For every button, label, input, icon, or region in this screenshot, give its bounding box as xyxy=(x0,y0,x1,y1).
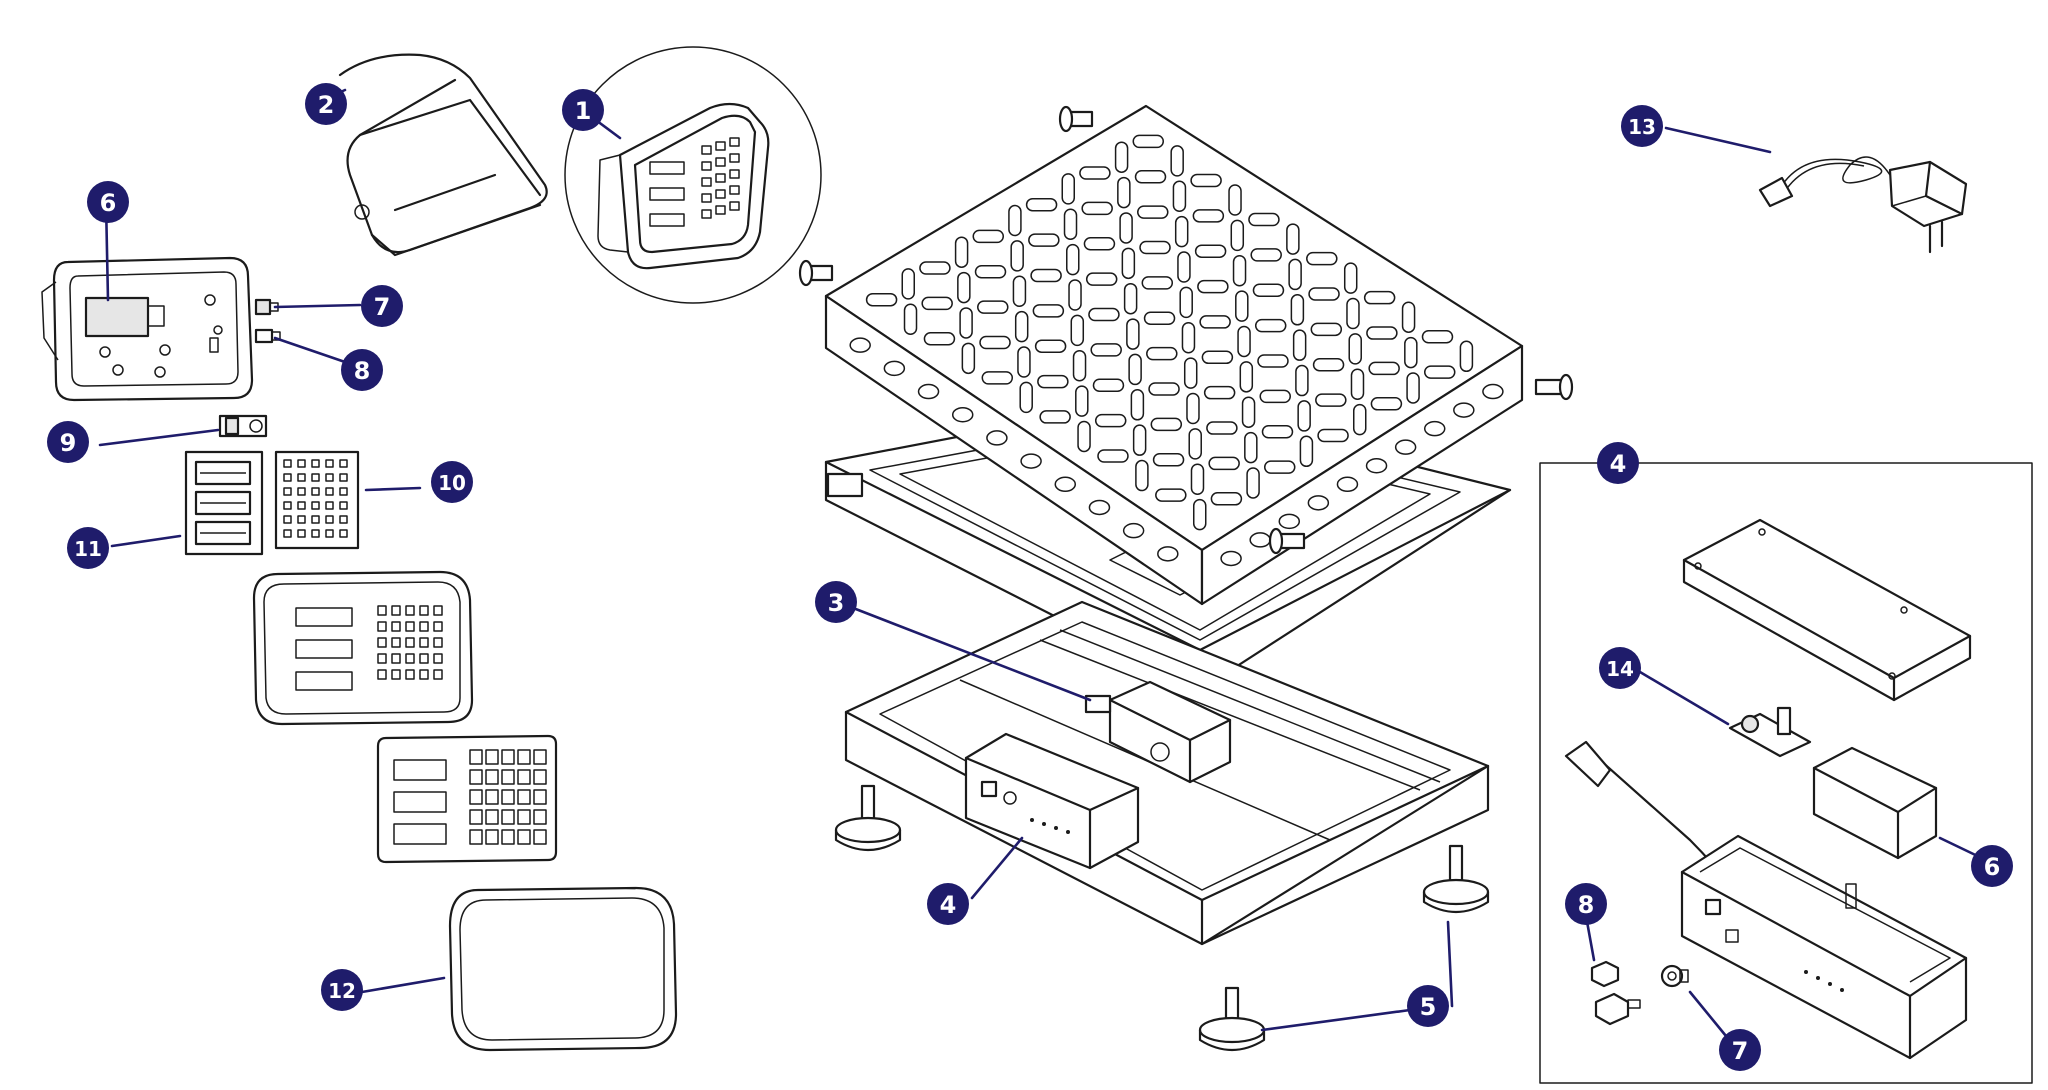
callout-11: 11 xyxy=(67,527,109,569)
svg-text:13: 13 xyxy=(1628,115,1656,139)
callout-1: 1 xyxy=(562,89,604,131)
platform-base-frame xyxy=(844,600,1490,946)
svg-text:8: 8 xyxy=(1578,891,1595,919)
indicator-pcb-module xyxy=(218,414,268,438)
leveling-foot-right xyxy=(1422,844,1490,913)
indicator-detail-circle xyxy=(564,46,822,304)
battery-box-detail-frame xyxy=(1539,462,2033,1084)
indicator-front-bezel xyxy=(252,570,474,726)
callout-10: 10 xyxy=(431,461,473,503)
svg-text:10: 10 xyxy=(438,471,466,495)
callout-6-detail: 6 xyxy=(1971,845,2013,887)
callout-7-detail: 7 xyxy=(1719,1029,1761,1071)
svg-text:6: 6 xyxy=(1984,853,2001,881)
leveling-foot-left xyxy=(834,784,902,851)
corner-bolt xyxy=(1534,373,1574,401)
battery-box-housing xyxy=(1680,834,1968,1060)
svg-text:7: 7 xyxy=(374,293,391,321)
callout-9: 9 xyxy=(47,421,89,463)
svg-text:14: 14 xyxy=(1606,657,1634,681)
keypad-overlay-panel xyxy=(376,734,558,864)
svg-text:4: 4 xyxy=(940,891,957,919)
svg-text:4: 4 xyxy=(1610,450,1627,478)
callout-6: 6 xyxy=(87,181,129,223)
callout-5: 5 xyxy=(1407,985,1449,1027)
svg-text:6: 6 xyxy=(100,189,117,217)
callout-8-detail: 8 xyxy=(1565,883,1607,925)
power-switch-small xyxy=(254,328,281,344)
battery-box xyxy=(964,732,1140,870)
corner-bolt xyxy=(798,259,834,287)
corner-bolt xyxy=(1058,105,1094,133)
keypad-board xyxy=(274,450,360,550)
power-switch xyxy=(1590,960,1641,1026)
callout-4: 4 xyxy=(927,883,969,925)
callout-4-detail: 4 xyxy=(1597,442,1639,484)
callout-3: 3 xyxy=(815,581,857,623)
svg-text:2: 2 xyxy=(318,91,335,119)
svg-text:3: 3 xyxy=(828,589,845,617)
battery-pack xyxy=(1812,746,1938,860)
callout-7: 7 xyxy=(361,285,403,327)
svg-text:7: 7 xyxy=(1732,1037,1749,1065)
svg-text:8: 8 xyxy=(354,357,371,385)
battery-box-lid xyxy=(1682,518,1972,702)
callout-2: 2 xyxy=(305,83,347,125)
svg-text:1: 1 xyxy=(575,97,592,125)
load-cell xyxy=(1084,680,1232,784)
svg-text:12: 12 xyxy=(328,979,356,1003)
callout-12: 12 xyxy=(321,969,363,1011)
protective-cover xyxy=(448,886,678,1052)
display-board xyxy=(184,450,264,556)
svg-text:11: 11 xyxy=(74,537,102,561)
dc-jack xyxy=(1660,964,1689,988)
leveling-foot-loose xyxy=(1198,986,1266,1051)
callout-8: 8 xyxy=(341,349,383,391)
callout-14: 14 xyxy=(1599,647,1641,689)
callout-13: 13 xyxy=(1621,105,1663,147)
indicator-stand-bracket xyxy=(338,53,548,257)
power-adapter xyxy=(1758,156,1968,254)
control-pcb xyxy=(1728,706,1812,758)
indicator-rear-housing xyxy=(41,256,254,402)
svg-text:5: 5 xyxy=(1420,993,1437,1021)
corner-bolt xyxy=(1268,527,1306,555)
svg-text:9: 9 xyxy=(60,429,77,457)
